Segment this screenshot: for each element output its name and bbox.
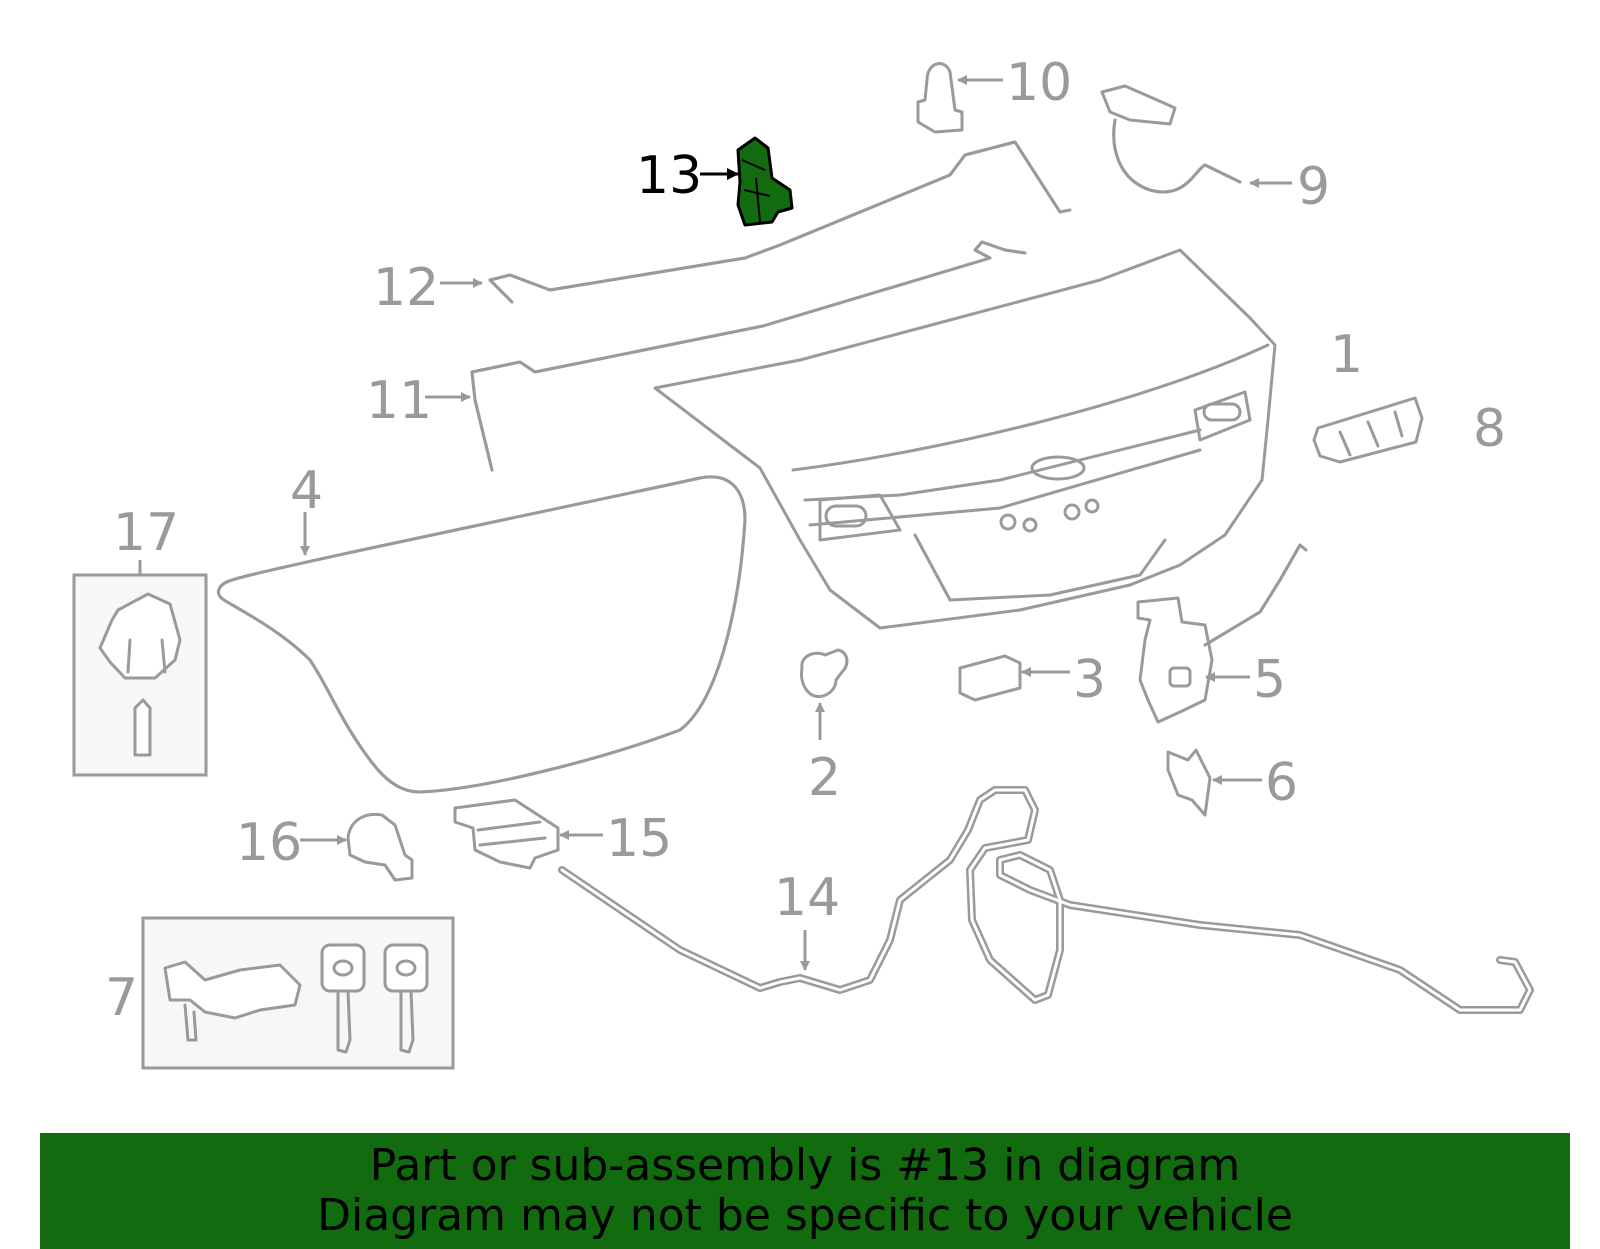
callout-15: 15 — [606, 809, 672, 869]
part-3-pad — [958, 654, 1070, 702]
callout-8: 8 — [1473, 399, 1506, 459]
part-6-cover — [1166, 748, 1262, 817]
callout-17: 17 — [113, 503, 179, 563]
part-2-bumper-stop — [800, 648, 849, 740]
part-1-trunk-lid — [653, 248, 1277, 630]
part-14-release-cable — [558, 786, 1534, 1014]
banner-line-disclaimer: Diagram may not be specific to your vehi… — [317, 1190, 1293, 1241]
callout-6: 6 — [1265, 753, 1298, 813]
callout-labels: 1 2 3 4 5 6 7 8 9 10 11 12 13 14 15 16 1… — [105, 53, 1506, 1028]
notice-banner: Part or sub-assembly is #13 in diagram D… — [40, 1133, 1570, 1249]
part-9-wire-harness — [1100, 84, 1292, 194]
callout-16: 16 — [236, 813, 302, 873]
part-15-switch — [453, 798, 603, 870]
part-10-clip — [916, 62, 1003, 134]
part-16-bulb-socket — [300, 812, 414, 882]
callout-13-highlighted: 13 — [636, 146, 702, 206]
callout-12: 12 — [373, 258, 439, 318]
exploded-parts-diagram: 1 2 3 4 5 6 7 8 9 10 11 12 13 14 15 16 1… — [72, 53, 1534, 1070]
part-4-weatherstrip — [216, 475, 747, 794]
callout-2: 2 — [808, 748, 841, 808]
part-12-torsion-bar — [440, 140, 1072, 304]
callout-3: 3 — [1073, 650, 1106, 710]
part-13-bracket-highlighted — [700, 136, 794, 227]
callout-7: 7 — [105, 968, 138, 1028]
part-8-handle — [1312, 396, 1424, 464]
key-icon — [383, 943, 429, 1054]
banner-line-part-number: Part or sub-assembly is #13 in diagram — [369, 1140, 1241, 1191]
key-icon — [320, 943, 366, 1054]
callout-4: 4 — [290, 461, 323, 521]
callout-14: 14 — [774, 868, 840, 928]
part-17-bulb — [72, 560, 208, 777]
callout-5: 5 — [1253, 650, 1286, 710]
callout-9: 9 — [1297, 157, 1330, 217]
part-5-latch — [1136, 543, 1308, 724]
callout-11: 11 — [366, 371, 432, 431]
part-7-lock-cylinder-set — [141, 916, 455, 1070]
part-11-torsion-bar — [425, 240, 1027, 472]
callout-10: 10 — [1006, 53, 1072, 113]
callout-1: 1 — [1330, 325, 1363, 385]
